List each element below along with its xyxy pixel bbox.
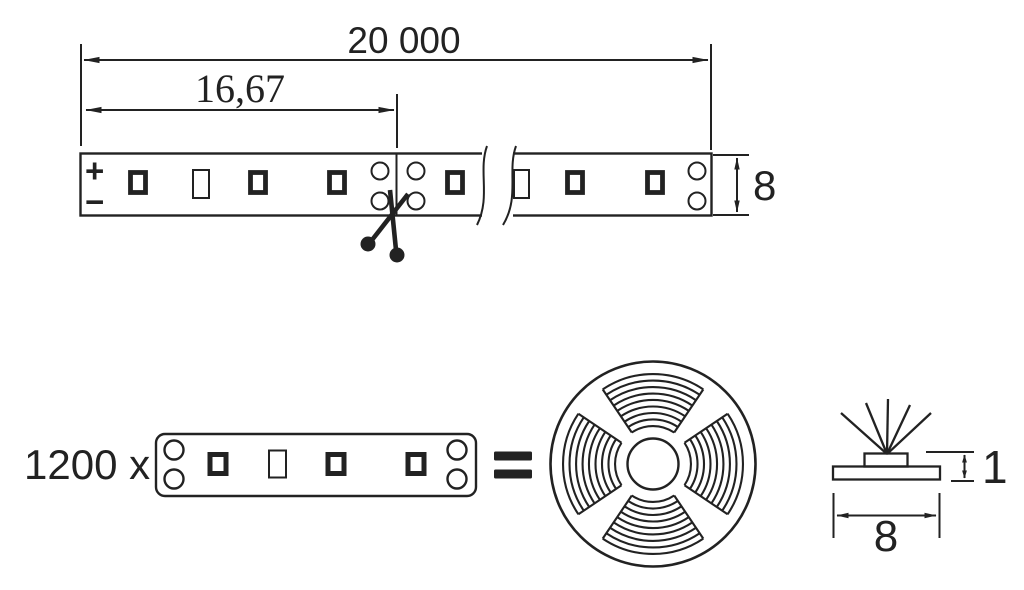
resistor-icon <box>513 169 530 199</box>
led-chip-icon <box>327 170 347 195</box>
solder-pad-icon <box>370 161 390 181</box>
reel-winding-sector <box>601 494 705 556</box>
equals-icon <box>494 451 532 479</box>
scissors-handle <box>360 236 376 252</box>
break-gap <box>482 144 513 230</box>
solder-pad-icon <box>406 191 426 211</box>
reel-hub <box>626 437 680 491</box>
profile-base <box>831 465 942 481</box>
led-chip-icon <box>565 170 585 195</box>
dimension-cut-length: 16,67 <box>85 66 398 148</box>
scissors-handle <box>389 247 405 263</box>
profile-height-label: 1 <box>982 441 1008 493</box>
led-chip-icon <box>325 452 347 476</box>
reel-winding-sector <box>601 372 705 434</box>
led-strip: + − <box>79 144 713 230</box>
polarity-plus-label: + <box>85 152 104 189</box>
strip-width-label: 8 <box>753 162 776 209</box>
reel-outer-rim <box>549 360 757 568</box>
led-chip-icon <box>445 170 465 195</box>
solder-pad-icon <box>163 439 185 461</box>
multiplier-label: 1200 x <box>24 441 150 488</box>
profile-width-label: 8 <box>874 512 898 561</box>
solder-pad-icon <box>446 468 468 490</box>
scissors-icon <box>360 189 410 263</box>
led-chip-icon <box>128 170 148 195</box>
strip-segment <box>154 432 478 498</box>
reel-winding-sector <box>683 412 745 516</box>
resistor-icon <box>268 449 287 479</box>
dimension-profile-height: 1 <box>926 441 1008 493</box>
break-mark-icon <box>502 145 517 226</box>
led-chip-icon <box>207 452 229 476</box>
total-length-label: 20 000 <box>347 20 460 61</box>
dimension-strip-width: 8 <box>713 154 776 216</box>
led-chip-icon <box>405 452 427 476</box>
solder-pad-icon <box>370 191 390 211</box>
solder-pad-icon <box>687 191 707 211</box>
reel-winding-sector <box>561 412 623 516</box>
strip-profile <box>831 398 942 481</box>
dimension-profile-width: 8 <box>832 493 941 561</box>
polarity-minus-label: − <box>85 183 104 220</box>
resistor-icon <box>192 169 210 199</box>
led-chip-icon <box>645 170 665 195</box>
led-chip-icon <box>248 170 268 195</box>
strip-outline <box>79 152 713 217</box>
solder-pad-icon <box>687 161 707 181</box>
break-mark-icon <box>476 145 488 226</box>
solder-pad-icon <box>446 439 468 461</box>
light-rays-icon <box>840 398 932 455</box>
cut-length-label: 16,67 <box>195 66 285 111</box>
profile-led <box>863 452 909 468</box>
scissors-blade <box>387 189 399 251</box>
dimension-total-length: 20 000 <box>80 20 712 150</box>
solder-pad-icon <box>163 468 185 490</box>
segment-outline <box>154 432 478 498</box>
solder-pad-icon <box>406 161 426 181</box>
reel-icon <box>549 360 757 568</box>
scissors-blade <box>370 192 410 242</box>
equals-bar <box>494 469 532 479</box>
equals-bar <box>494 451 532 461</box>
